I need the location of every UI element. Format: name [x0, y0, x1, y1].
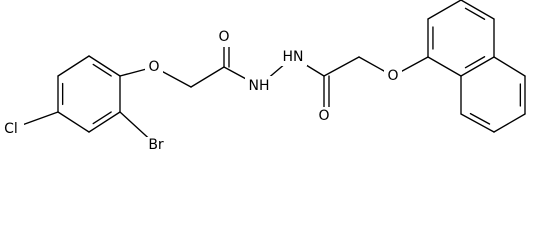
aromatic-inner-bond-34	[464, 7, 486, 20]
bond-11	[190, 66, 225, 88]
atom-oxygen-carbonyl-left: O	[218, 29, 229, 45]
chlorine-mask	[0, 120, 24, 137]
bond-5	[57, 55, 90, 77]
bond-31	[460, 113, 495, 133]
bond-0	[88, 55, 121, 77]
bond-23	[427, 0, 462, 20]
oxygen-carbonyl-right-mask	[315, 107, 333, 125]
nitrogen-left-mask	[245, 76, 273, 94]
bond-2	[88, 111, 121, 133]
atom-oxygen-ether-right: O	[387, 68, 398, 84]
atom-label-layer: O O NH HN O O Br Cl	[0, 29, 402, 152]
aromatic-inner-bond-37	[469, 112, 491, 125]
bond-3	[57, 111, 90, 133]
aromatic-inner-bond-7	[92, 111, 112, 125]
atom-chlorine: Cl	[4, 121, 18, 137]
nitrogen-right-mask	[279, 48, 307, 66]
aromatic-inner-bond-35	[464, 56, 486, 69]
atom-oxygen-ether-left: O	[148, 59, 159, 75]
bromine-mask	[141, 137, 171, 152]
atom-oxygen-carbonyl-right: O	[318, 108, 329, 124]
aromatic-inner-bond-6	[92, 63, 112, 77]
atom-nitrogen-right: HN	[283, 49, 304, 65]
bond-19	[323, 56, 360, 77]
bond-24	[460, 0, 495, 20]
bond-28	[493, 56, 526, 77]
oxygen-carbonyl-left-mask	[215, 29, 233, 47]
bond-27	[427, 56, 462, 77]
atom-bromine: Br	[148, 137, 164, 152]
chemical-structure-diagram: O O NH HN O O Br Cl	[0, 0, 526, 152]
bond-26	[460, 56, 495, 77]
bond-layer	[10, 0, 526, 146]
bond-30	[493, 113, 526, 133]
oxygen-ether-right-mask	[384, 67, 402, 85]
oxygen-ether-left-mask	[145, 58, 163, 76]
atom-nitrogen-left: NH	[249, 78, 270, 94]
